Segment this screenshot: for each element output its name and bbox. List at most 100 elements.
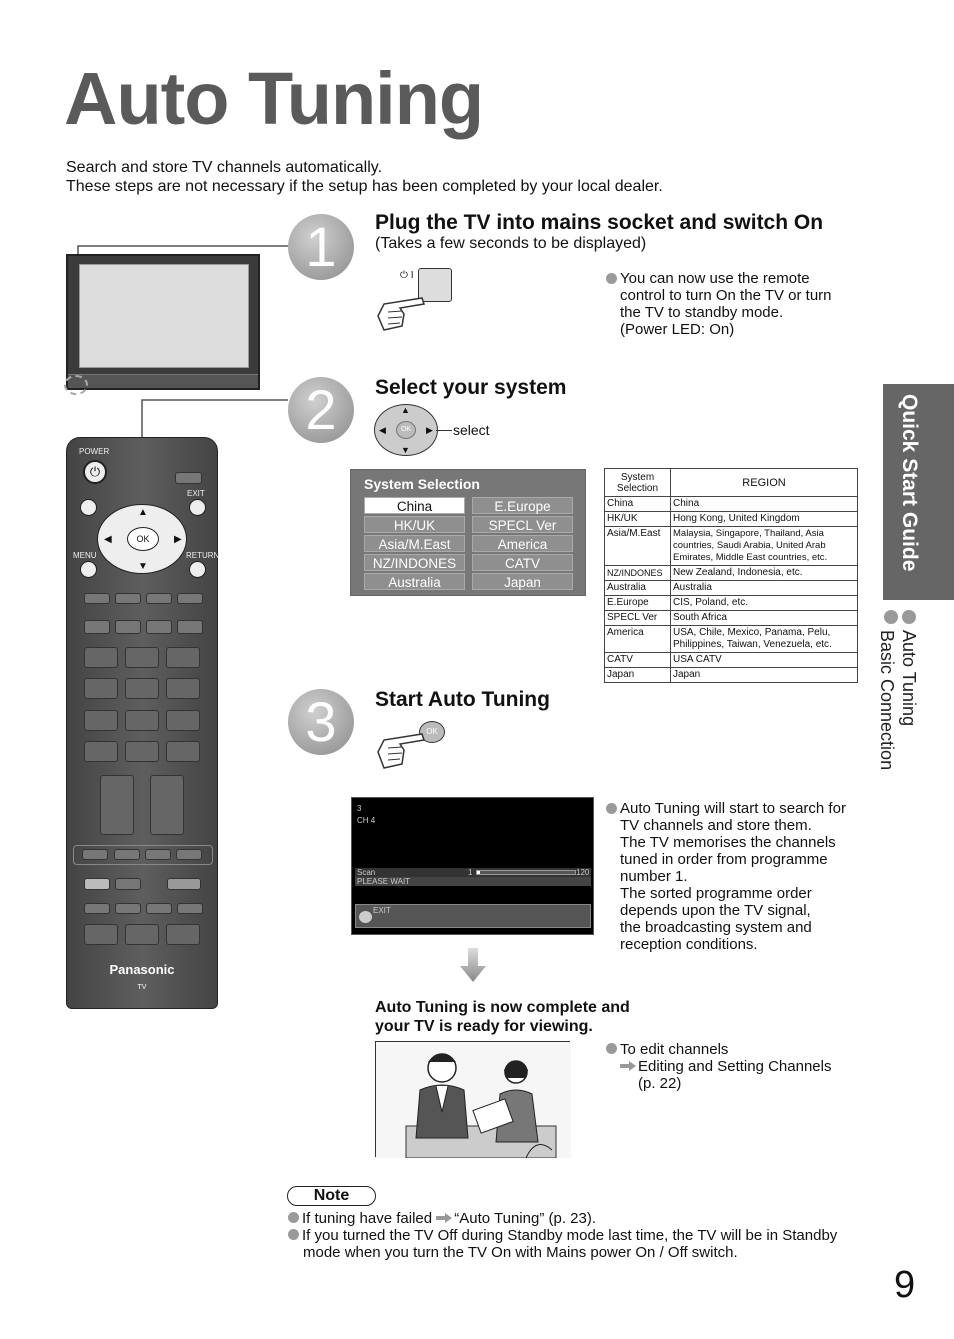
remote-power-button[interactable]: ⏻ xyxy=(83,460,107,484)
remote-function-button[interactable] xyxy=(84,620,110,634)
system-option-asia-m-east[interactable]: Asia/M.East xyxy=(364,535,465,552)
remote-number-button[interactable] xyxy=(125,647,159,668)
step-1-bullet-row: You can now use the remote control to tu… xyxy=(606,270,856,338)
remote-extra-button[interactable] xyxy=(125,924,159,945)
remote-media-button[interactable] xyxy=(146,903,172,914)
side-tab-label: Quick Start Guide xyxy=(898,394,921,572)
remote-media-button[interactable] xyxy=(145,849,171,860)
down-arrow-icon[interactable]: ▼ xyxy=(138,561,148,572)
note-item-1-text: If tuning have failed xyxy=(302,1210,433,1227)
intro-text: Search and store TV channels automatical… xyxy=(66,158,663,196)
remote-number-button[interactable] xyxy=(84,710,118,731)
remote-number-button[interactable] xyxy=(166,647,200,668)
remote-media-button[interactable] xyxy=(177,903,203,914)
remote-number-button[interactable] xyxy=(125,741,159,762)
remote-volume-rocker[interactable] xyxy=(100,775,134,835)
system-option-china[interactable]: China xyxy=(364,497,465,514)
remote-extra-button[interactable] xyxy=(84,924,118,945)
remote-input-button[interactable] xyxy=(167,878,201,890)
left-arrow-icon[interactable]: ◀ xyxy=(104,534,112,545)
remote-color-button[interactable] xyxy=(146,593,172,604)
remote-number-button[interactable] xyxy=(166,710,200,731)
remote-top-button-1[interactable] xyxy=(175,472,202,484)
table-cell: Asia/M.East xyxy=(604,526,671,566)
intro-line-1: Search and store TV channels automatical… xyxy=(66,159,383,176)
table-cell: NZ/INDONES xyxy=(604,565,671,581)
remote-color-button[interactable] xyxy=(84,593,110,604)
please-wait-row: PLEASE WAIT xyxy=(355,877,591,886)
remote-media-button[interactable] xyxy=(84,878,110,890)
remote-number-button[interactable] xyxy=(84,678,118,699)
reference-arrow-icon xyxy=(620,1061,636,1071)
remote-ok-button[interactable]: OK xyxy=(127,527,159,551)
step-1-bullet: You can now use the remote control to tu… xyxy=(606,270,856,338)
system-option-nz-indones[interactable]: NZ/INDONES xyxy=(364,554,465,571)
remote-media-button[interactable] xyxy=(176,849,202,860)
remote-function-button[interactable] xyxy=(146,620,172,634)
remote-function-button[interactable] xyxy=(115,620,141,634)
table-cell: CIS, Poland, etc. xyxy=(670,595,858,611)
power-switch-illustration: ⏻ I xyxy=(372,266,456,336)
remote-media-button[interactable] xyxy=(84,903,110,914)
remote-number-button[interactable] xyxy=(84,647,118,668)
remote-number-button[interactable] xyxy=(84,741,118,762)
note-items: If tuning have failed “Auto Tuning” (p. … xyxy=(288,1210,868,1261)
table-cell: E.Europe xyxy=(604,595,671,611)
up-arrow-icon[interactable]: ▲ xyxy=(138,507,148,518)
step-1-subtitle: (Takes a few seconds to be displayed) xyxy=(375,235,647,252)
remote-media-button[interactable] xyxy=(115,903,141,914)
remote-dpad[interactable]: ▲ ▼ ◀ ▶ OK xyxy=(97,504,187,574)
remote-media-button[interactable] xyxy=(82,849,108,860)
select-leader-line xyxy=(436,430,452,431)
remote-color-button[interactable] xyxy=(177,593,203,604)
step-3-ok-button-icon[interactable]: OK xyxy=(419,721,445,743)
table-cell: CATV xyxy=(604,652,671,668)
mains-switch[interactable] xyxy=(418,268,452,302)
edit-channels-label: To edit channels xyxy=(620,1041,729,1058)
remote-media-button[interactable] xyxy=(114,849,140,860)
scan-channel-number: 3 xyxy=(357,804,362,813)
remote-number-button[interactable] xyxy=(125,678,159,699)
tv-illustration xyxy=(66,254,260,390)
system-option-e-europe[interactable]: E.Europe xyxy=(472,497,573,514)
system-option-catv[interactable]: CATV xyxy=(472,554,573,571)
remote-option-button[interactable] xyxy=(80,499,97,516)
remote-function-button[interactable] xyxy=(177,620,203,634)
remote-channel-rocker[interactable] xyxy=(150,775,184,835)
remote-media-button[interactable] xyxy=(115,878,141,890)
remote-color-button[interactable] xyxy=(115,593,141,604)
remote-exit-button[interactable] xyxy=(189,499,206,516)
system-option-japan[interactable]: Japan xyxy=(472,573,573,590)
system-option-specl-ver[interactable]: SPECL Ver xyxy=(472,516,573,533)
note-item-1-ref[interactable]: “Auto Tuning” (p. 23). xyxy=(454,1210,597,1227)
step-1-heading: Plug the TV into mains socket and switch… xyxy=(375,211,824,234)
edit-link-row[interactable]: Editing and Setting Channels xyxy=(606,1058,866,1075)
system-option-australia[interactable]: Australia xyxy=(364,573,465,590)
remote-number-button[interactable] xyxy=(125,710,159,731)
remote-number-button[interactable] xyxy=(166,741,200,762)
power-icon: ⏻ xyxy=(89,464,101,479)
remote-extra-button[interactable] xyxy=(166,924,200,945)
step-2-dpad[interactable]: ▲ ▼ ◀ ▶ OK xyxy=(374,404,438,456)
table-cell: America xyxy=(604,625,671,653)
remote-number-button[interactable] xyxy=(166,678,200,699)
remote-return-button[interactable] xyxy=(189,561,206,578)
tv-screen xyxy=(79,264,249,368)
system-selection-menu: System Selection China HK/UK Asia/M.East… xyxy=(350,469,586,596)
please-wait-label: PLEASE WAIT xyxy=(357,877,411,886)
bullet-dot-icon xyxy=(606,803,617,814)
step-3-bullet-lines: Auto Tuning will start to search for TV … xyxy=(620,800,846,953)
remote-menu-label: MENU xyxy=(73,551,97,560)
system-option-america[interactable]: America xyxy=(472,535,573,552)
remote-menu-button[interactable] xyxy=(80,561,97,578)
edit-link-label[interactable]: Editing and Setting Channels xyxy=(638,1058,832,1075)
table-cell: Australia xyxy=(604,580,671,596)
right-arrow-icon[interactable]: ▶ xyxy=(174,534,182,545)
step-2-ok-icon: OK xyxy=(396,421,416,439)
system-option-hk-uk[interactable]: HK/UK xyxy=(364,516,465,533)
select-label: select xyxy=(453,422,490,438)
